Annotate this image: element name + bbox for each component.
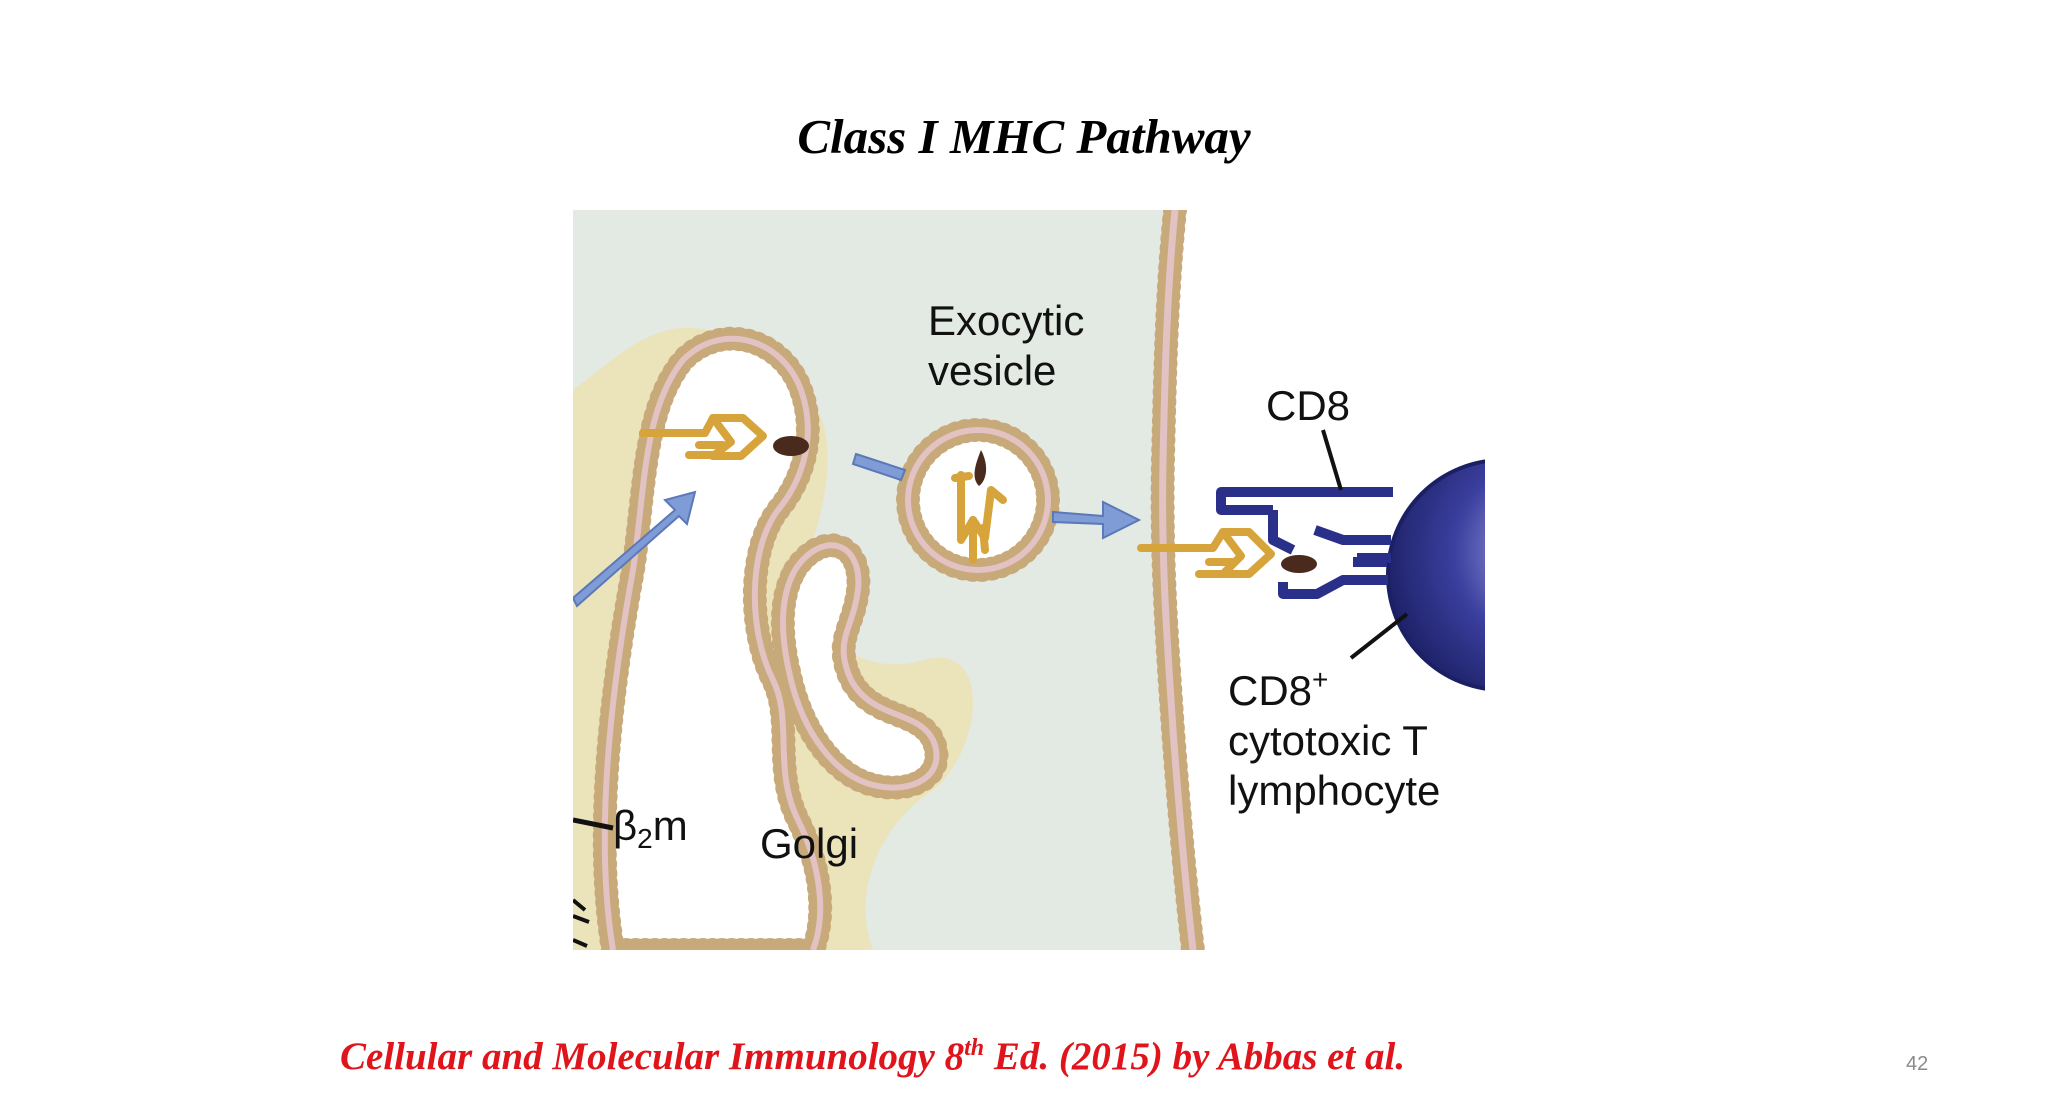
svg-text:vesicle: vesicle <box>928 347 1056 394</box>
class-i-mhc-pathway-diagram: Exocytic vesicle CD8 CD8+ cytotoxic T ly… <box>573 210 1485 950</box>
b2m-label-sub: 2 <box>637 823 653 854</box>
peptide-surface <box>1281 555 1317 573</box>
citation-text: Cellular and Molecular Immunology 8 <box>340 1035 965 1078</box>
svg-text:β2m: β2m <box>613 802 688 854</box>
b2m-leader-line <box>573 817 614 831</box>
tcell-label-line3: lymphocyte <box>1228 767 1440 814</box>
citation-superscript: th <box>964 1035 985 1061</box>
transport-arrow-golgi-to-vesicle <box>851 452 907 482</box>
b2m-label-beta: β <box>613 802 637 849</box>
tcell-label-cd8: CD8 <box>1228 667 1312 714</box>
golgi-label: Golgi <box>760 820 858 867</box>
exocytic-vesicle-label: Exocytic <box>928 297 1084 344</box>
tcell-label-line2: cytotoxic T <box>1228 717 1428 764</box>
t-cell-receptor <box>1278 557 1388 599</box>
citation-text-end: Ed. (2015) by Abbas et al. <box>984 1035 1406 1078</box>
cd8-leader-line <box>1321 429 1343 491</box>
tcell-leader-line <box>1349 612 1409 660</box>
cd8-label: CD8 <box>1266 382 1350 429</box>
mhc-class-i-surface <box>1137 528 1275 578</box>
mhc-class-i-golgi <box>639 414 767 460</box>
mhc-class-i-vesicle <box>951 471 1007 564</box>
peptide-vesicle <box>974 450 987 486</box>
svg-text:CD8+: CD8+ <box>1228 664 1328 714</box>
b2m-label-m: m <box>653 802 688 849</box>
exocytic-vesicle-label-line2: vesicle <box>928 347 1056 394</box>
citation: Cellular and Molecular Immunology 8th Ed… <box>340 1034 1405 1079</box>
transport-arrow-vesicle-to-membrane <box>1052 500 1142 540</box>
tcell-label-sup: + <box>1312 664 1328 695</box>
transport-arrow-into-golgi <box>573 490 697 608</box>
peptide-golgi <box>773 436 809 456</box>
slide-title: Class I MHC Pathway <box>797 109 1251 164</box>
b2m-molecule-fragment <box>573 898 590 948</box>
page-number: 42 <box>1906 1053 1929 1075</box>
